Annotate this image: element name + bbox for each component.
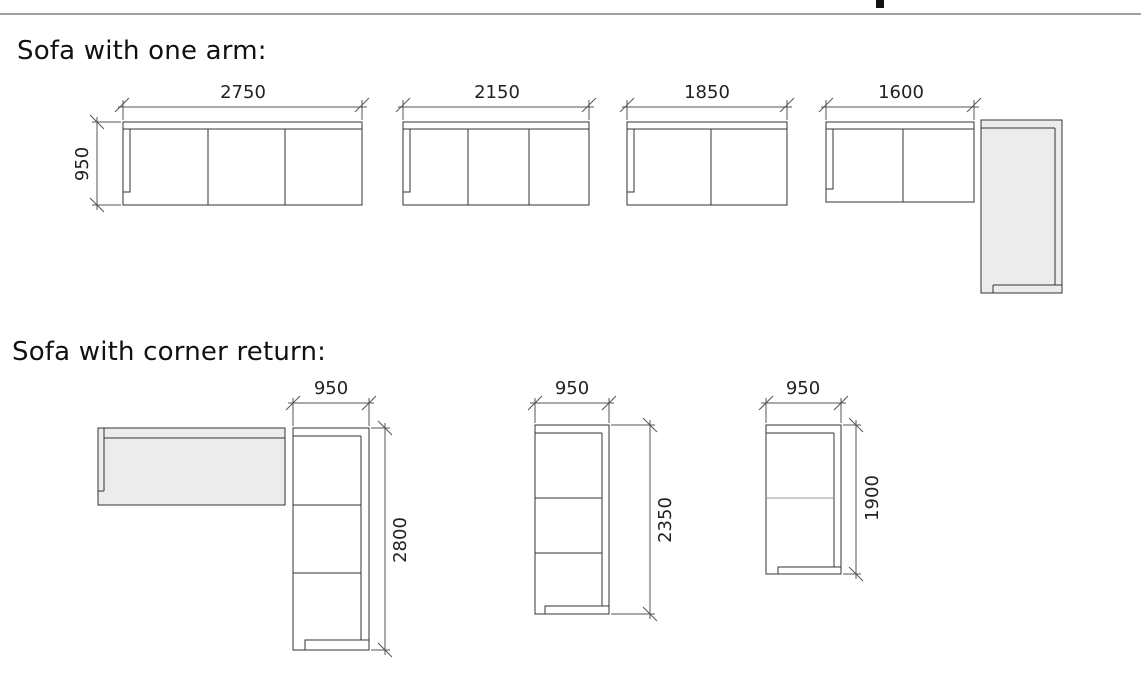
sofa-arm xyxy=(626,128,635,193)
dimension-width-2150 xyxy=(395,97,597,120)
sofa-outline xyxy=(292,427,370,651)
dimension-width-1850 xyxy=(619,97,795,120)
label-width-2150: 2150 xyxy=(474,82,520,103)
sofa-arm xyxy=(304,639,370,651)
sofa-arm xyxy=(544,605,610,615)
sofa-arm xyxy=(402,128,411,193)
sofa-outline xyxy=(122,121,363,206)
sofa-one-arm-1600 xyxy=(825,121,975,203)
sofa-arm xyxy=(122,128,131,193)
section-title-one-arm: Sofa with one arm: xyxy=(17,36,267,66)
dimension-width-1600 xyxy=(818,97,982,120)
label-depth-950: 950 xyxy=(72,147,93,181)
dimension-depth-950 xyxy=(89,114,121,213)
section-title-corner-return: Sofa with corner return: xyxy=(12,337,327,367)
label-length-2350: 2350 xyxy=(655,497,676,543)
companion-outline xyxy=(97,427,286,506)
dimension-corner-width-3 xyxy=(758,395,849,423)
corner-return-1900 xyxy=(765,424,842,575)
dimension-corner-width-1 xyxy=(285,395,377,426)
dimension-corner-width-2 xyxy=(527,395,617,423)
corner-return-2350 xyxy=(534,424,610,615)
sofa-arm xyxy=(825,128,834,190)
label-width-2750: 2750 xyxy=(220,82,266,103)
label-length-2800: 2800 xyxy=(390,517,411,563)
sofa-one-arm-2150 xyxy=(402,121,590,206)
chaise-outline xyxy=(980,119,1063,294)
sofa-outline xyxy=(825,121,975,203)
sofa-outline xyxy=(402,121,590,206)
label-corner-width-3: 950 xyxy=(786,378,820,399)
sofa-outline xyxy=(765,424,842,575)
sofa-one-arm-1850 xyxy=(626,121,788,206)
label-width-1850: 1850 xyxy=(684,82,730,103)
label-corner-width-1: 950 xyxy=(314,378,348,399)
dimension-width-2750 xyxy=(114,97,370,120)
dimension-length-2800 xyxy=(371,420,393,658)
dimension-length-1900 xyxy=(843,417,864,582)
label-corner-width-2: 950 xyxy=(555,378,589,399)
sofa-one-arm-2750 xyxy=(122,121,363,206)
corner-return-2800 xyxy=(292,427,370,651)
header-glyph-fragment xyxy=(876,0,884,8)
sofa-outline xyxy=(626,121,788,206)
label-length-1900: 1900 xyxy=(862,475,883,521)
corner-companion-shaded xyxy=(97,427,286,506)
dimension-length-2350 xyxy=(611,417,658,622)
label-width-1600: 1600 xyxy=(878,82,924,103)
chaise-shaded xyxy=(980,119,1063,294)
sofa-outline xyxy=(534,424,610,615)
sofa-arm xyxy=(777,566,842,575)
